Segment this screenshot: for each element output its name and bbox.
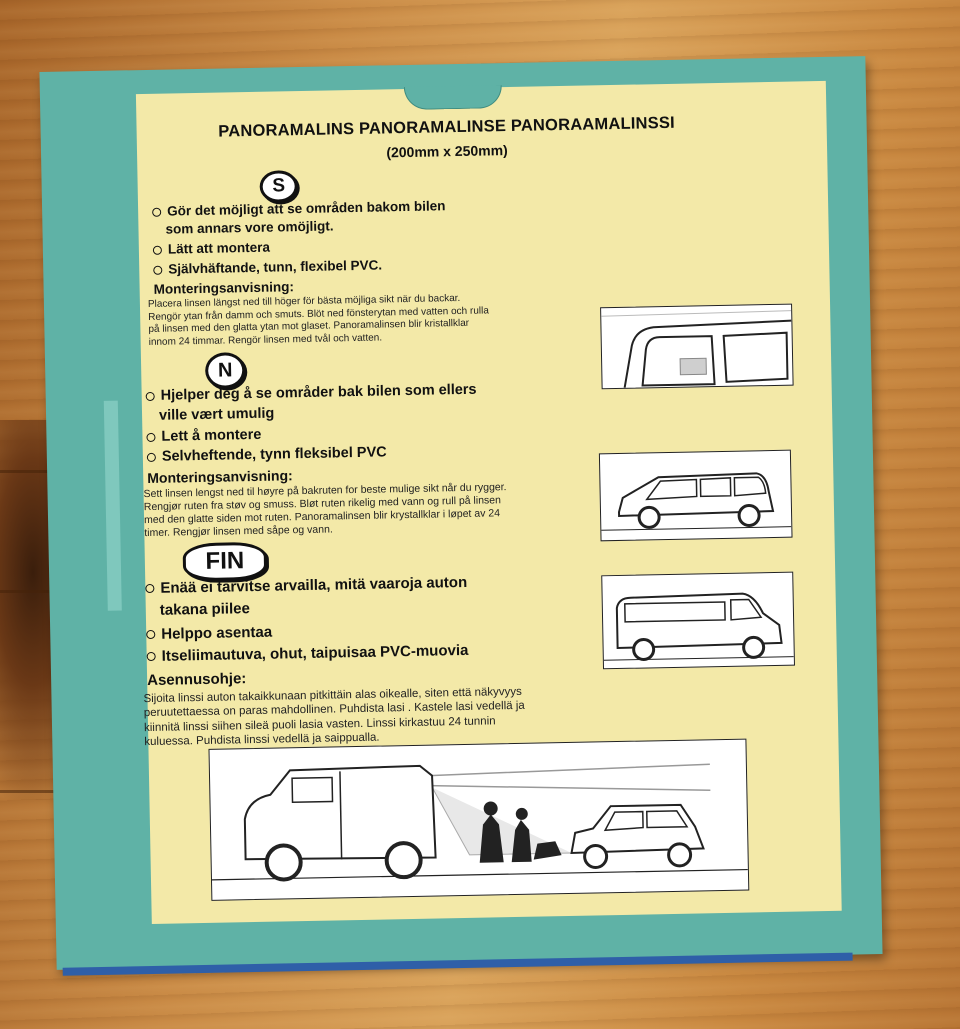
section-heading: Monteringsanvisning: — [153, 279, 295, 297]
bullet-circle-icon — [146, 629, 156, 640]
bullet-item: Lätt att montera — [152, 239, 271, 257]
bullet-circle-icon — [146, 452, 156, 463]
product-card-back: PANORAMALINS PANORAMALINSE PANORAAMALINS… — [39, 56, 883, 976]
bullet-text: Itseliimautuva, ohut, taipuisaa PVC-muov… — [161, 641, 469, 665]
bullet-text: Lett å montere — [161, 426, 262, 445]
bullet-circle-icon — [152, 207, 162, 217]
product-title: PANORAMALINS PANORAMALINSE PANORAAMALINS… — [218, 113, 676, 141]
minivan-side-icon — [598, 449, 793, 542]
bullet-item: Enää ei tarvitse arvailla, mitä vaaroja … — [145, 574, 467, 597]
bullet-item: Självhäftande, tunn, flexibel PVC. — [153, 257, 383, 277]
bullet-continuation: takana piilee — [160, 600, 250, 619]
bullet-item: Gör det möjligt att se områden bakom bil… — [152, 198, 446, 219]
bullet-item: Itseliimautuva, ohut, taipuisaa PVC-muov… — [146, 641, 469, 665]
bullet-circle-icon — [152, 245, 162, 255]
bullet-text: Helppo asentaa — [161, 623, 273, 643]
bullet-continuation: som annars vore omöjligt. — [165, 218, 333, 236]
bullet-circle-icon — [146, 651, 156, 662]
language-badge-swedish: S — [259, 170, 299, 203]
instruction-panel: PANORAMALINS PANORAMALINSE PANORAAMALINS… — [135, 80, 842, 925]
bullet-item: Hjelper deg å se områder bak bilen som e… — [145, 381, 477, 404]
van-rear-window-icon — [600, 303, 794, 390]
instruction-text: Sijoita linssi auton takaikkunaan pitkit… — [143, 683, 614, 750]
bullet-text: Hjelper deg å se områder bak bilen som e… — [160, 381, 477, 404]
section-heading: Asennusohje: — [146, 670, 247, 690]
bullet-circle-icon — [145, 391, 155, 402]
van-side-icon — [601, 571, 795, 670]
bullet-text: Lätt att montera — [167, 239, 271, 257]
bullet-item: Lett å montere — [146, 426, 262, 445]
bullet-text: ville vært umulig — [158, 405, 275, 424]
language-badge-finnish: FIN — [182, 541, 268, 582]
bullet-item: Selvheftende, tynn fleksibel PVC — [146, 444, 387, 465]
instruction-text: Sett linsen lengst ned til høyre på bakr… — [143, 480, 584, 541]
bullet-text: Gör det möjligt att se områden bakom bil… — [167, 198, 446, 219]
language-badge-norwegian: N — [204, 352, 246, 389]
bullet-text: takana piilee — [159, 600, 251, 619]
instruction-text: Placera linsen längst ned till höger för… — [148, 291, 569, 349]
card-side-tab — [103, 400, 122, 611]
bullet-text: Selvheftende, tynn fleksibel PVC — [161, 444, 387, 465]
bullet-text: som annars vore omöjligt. — [165, 218, 334, 237]
reversing-van-scene-icon — [208, 738, 750, 901]
hang-hole — [403, 85, 503, 111]
bullet-circle-icon — [146, 432, 156, 443]
bullet-continuation: ville vært umulig — [159, 406, 275, 424]
section-heading: Monteringsanvisning: — [147, 467, 293, 487]
bullet-circle-icon — [145, 583, 155, 594]
product-size: (200mm x 250mm) — [386, 142, 508, 161]
bullet-circle-icon — [153, 265, 163, 275]
card-blue-edge — [62, 952, 853, 976]
bullet-text: Självhäftande, tunn, flexibel PVC. — [168, 257, 383, 277]
bullet-item: Helppo asentaa — [146, 624, 272, 643]
